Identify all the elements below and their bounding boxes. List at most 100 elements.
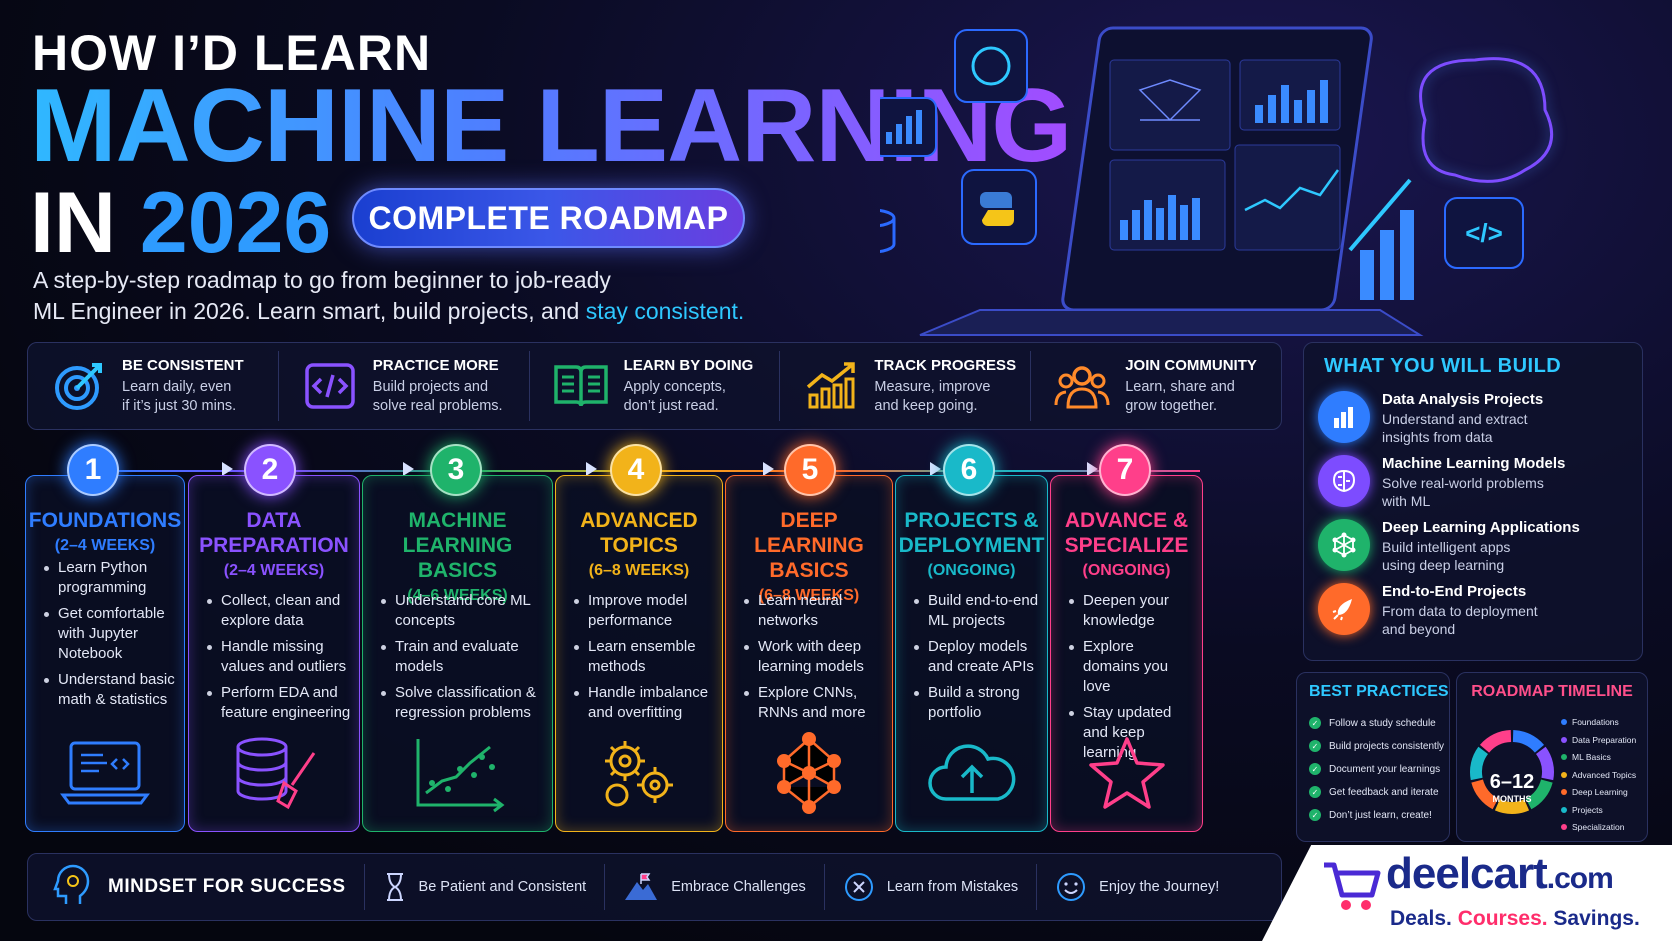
step-card-7: ADVANCE & SPECIALIZE (ONGOING) Deepen yo… <box>1050 475 1203 832</box>
step-title: MACHINE LEARNING BASICS (4–6 WEEKS) <box>363 508 552 608</box>
mindset-bar: MINDSET FOR SUCCESS Be Patient and Consi… <box>27 853 1282 921</box>
tip-title: TRACK PROGRESS <box>874 356 1017 374</box>
step-title-line-2: BASICS <box>769 559 849 582</box>
step-item: Learn Python programming <box>44 558 176 598</box>
brain-icon <box>1419 57 1554 183</box>
step-arrow <box>763 462 774 476</box>
growth-bars-icon <box>1360 210 1414 300</box>
mountain-flag-icon <box>625 873 658 900</box>
step-arrow <box>221 462 233 476</box>
mindset-item-patient: Be Patient and Consistent <box>365 864 606 910</box>
code-brackets-icon <box>1444 197 1524 269</box>
legend-label: ML Basics <box>1572 752 1611 762</box>
step-title-line-1: ADVANCE & <box>1064 509 1189 532</box>
hero-illustration: </> <box>880 26 1554 336</box>
check-icon: ✓ <box>1309 786 1321 798</box>
timeline-legend-item: Data Preparation <box>1561 735 1636 745</box>
step-title-line-2: PREPARATION <box>199 534 349 557</box>
legend-label: Deep Learning <box>1572 787 1628 797</box>
step-item: Work with deep learning models <box>744 637 884 677</box>
hourglass-icon <box>386 873 403 901</box>
tip-desc-2: grow together. <box>1125 397 1218 414</box>
step-duration: (2–4 WEEKS) <box>54 537 156 554</box>
step-card-1: FOUNDATIONS (2–4 WEEKS) Learn Python pro… <box>25 475 185 832</box>
step-item: Learn ensemble methods <box>574 637 714 677</box>
legend-label: Specialization <box>1572 822 1625 832</box>
donut-segment <box>1470 746 1489 781</box>
step-title: PROJECTS & DEPLOYMENT (ONGOING) <box>896 508 1047 583</box>
build-item-title: Deep Learning Applications <box>1382 519 1580 536</box>
donut-segment <box>1512 730 1545 753</box>
step-arrow <box>403 462 414 476</box>
step-item: Perform EDA and feature engineering <box>207 683 351 723</box>
tip-title: PRACTICE MORE <box>372 356 499 374</box>
check-icon: ✓ <box>1309 740 1321 752</box>
donut-segment <box>1525 779 1553 810</box>
svg-text:</>: </> <box>1465 218 1503 248</box>
step-title-line-1: MACHINE <box>408 509 507 532</box>
step-number-5: 5 <box>784 444 836 496</box>
best-practice-text: Don’t just learn, create! <box>1329 809 1432 821</box>
best-practice-item: ✓Document your learnings <box>1309 763 1440 775</box>
build-item-1: Data Analysis Projects Understand and ex… <box>1318 391 1634 446</box>
step-7-icon <box>1051 733 1202 813</box>
tip-desc-1: Learn, share and <box>1125 378 1235 395</box>
deelcart-logo[interactable]: deelcart.com Deals. Courses. Savings. <box>1262 845 1672 941</box>
build-item-desc-2: and beyond <box>1382 621 1456 637</box>
step-item: Understand core ML concepts <box>381 591 544 631</box>
best-practice-item: ✓Get feedback and iterate <box>1309 786 1439 798</box>
step-arrow <box>929 462 941 476</box>
tip-5: JOIN COMMUNITY Learn, share and grow tog… <box>1031 351 1281 421</box>
step-item: Explore CNNs, RNNs and more <box>744 683 884 723</box>
target-icon <box>50 357 108 415</box>
step-3-icon <box>363 733 552 813</box>
step-duration: (ONGOING) <box>927 562 1016 579</box>
step-title-line-2: SPECIALIZE <box>1064 534 1189 557</box>
step-title: ADVANCED TOPICS (6–8 WEEKS) <box>556 508 722 583</box>
logo-tld: .com <box>1546 862 1614 895</box>
step-title: DEEP LEARNING BASICS (6–8 WEEKS) <box>726 508 892 608</box>
legend-dot <box>1561 824 1567 830</box>
code-icon <box>301 357 359 415</box>
build-item-3: Deep Learning Applications Build intelli… <box>1318 519 1634 574</box>
step-duration: (2–4 WEEKS) <box>223 562 325 579</box>
build-item-4: End-to-End Projects From data to deploym… <box>1318 583 1634 638</box>
step-card-3: MACHINE LEARNING BASICS (4–6 WEEKS) Unde… <box>362 475 553 832</box>
build-item-desc-1: From data to deployment <box>1382 603 1538 619</box>
tip-text: TRACK PROGRESS Measure, improve and keep… <box>874 357 1016 416</box>
donut-center-unit: MONTHS <box>1492 794 1532 804</box>
timeline-title: ROADMAP TIMELINE <box>1471 683 1633 700</box>
book-icon <box>552 357 610 415</box>
tip-4: TRACK PROGRESS Measure, improve and keep… <box>780 351 1032 421</box>
timeline-legend-item: Specialization <box>1561 822 1624 832</box>
tip-desc-1: Build projects and <box>372 378 489 395</box>
title-year: 2026 <box>139 175 332 271</box>
subtitle-line-1: A step-by-step roadmap to go from beginn… <box>33 267 611 293</box>
tip-desc-2: and keep going. <box>874 397 978 414</box>
step-card-2: DATA PREPARATION (2–4 WEEKS) Collect, cl… <box>188 475 360 832</box>
step-6-icon <box>896 733 1047 813</box>
best-practices-title: BEST PRACTICES <box>1309 683 1449 700</box>
tip-3: LEARN BY DOING Apply concepts, don’t jus… <box>530 351 781 421</box>
head-lightbulb-icon <box>53 864 90 904</box>
timeline-legend-item: Foundations <box>1561 717 1619 727</box>
step-item: Solve classification & regression proble… <box>381 683 544 723</box>
tip-desc-1: Learn daily, even <box>122 378 232 395</box>
step-duration: (4–6 WEEKS) <box>407 587 508 604</box>
step-card-6: PROJECTS & DEPLOYMENT (ONGOING) Build en… <box>895 475 1048 832</box>
best-practice-item: ✓Build projects consistently <box>1309 740 1444 752</box>
step-number-7: 7 <box>1099 444 1151 496</box>
legend-label: Foundations <box>1572 717 1619 727</box>
step-1-icon <box>26 733 184 813</box>
chart-up-icon <box>802 357 860 415</box>
build-item-desc-2: with ML <box>1382 493 1431 509</box>
laptop-keyboard <box>919 309 1424 336</box>
tag-deals: Deals. <box>1390 907 1458 930</box>
what-you-will-build-panel: WHAT YOU WILL BUILD Data Analysis Projec… <box>1303 342 1643 661</box>
step-title-line-1: FOUNDATIONS <box>28 509 182 532</box>
